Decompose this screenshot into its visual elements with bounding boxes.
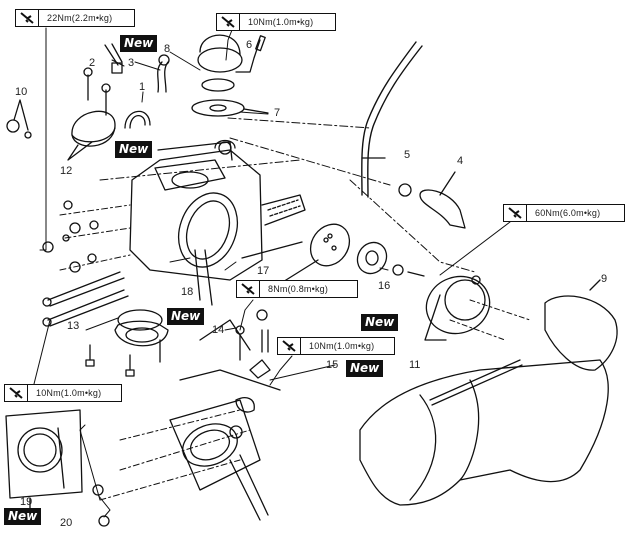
callout-7: 7 bbox=[274, 107, 281, 119]
callout-2: 2 bbox=[89, 57, 96, 69]
torque-value: 60Nm(6.0m•kg) bbox=[535, 208, 601, 218]
callout-13: 13 bbox=[67, 320, 80, 332]
callout-5: 5 bbox=[404, 149, 411, 161]
torque-value: 22Nm(2.2m•kg) bbox=[47, 13, 113, 23]
new-part-badge: New bbox=[115, 141, 153, 158]
leader-lines bbox=[29, 27, 531, 501]
callout-1: 1 bbox=[139, 81, 146, 93]
torque-value: 10Nm(1.0m•kg) bbox=[36, 388, 102, 398]
thermostat-cover bbox=[191, 34, 269, 117]
torque-wrench-icon bbox=[237, 281, 260, 297]
cylinder bbox=[92, 319, 281, 527]
new-part-badge: New bbox=[361, 314, 399, 331]
cylinder-head-cover-cap bbox=[67, 110, 116, 161]
plug-10 bbox=[6, 99, 32, 139]
new-part-badge: New bbox=[167, 308, 205, 325]
new-part-badge: New bbox=[120, 35, 158, 52]
callout-20: 20 bbox=[60, 517, 73, 529]
callout-9: 9 bbox=[601, 273, 608, 285]
callout-18: 18 bbox=[181, 286, 194, 298]
head-bolts bbox=[42, 200, 129, 327]
shroud-9 bbox=[544, 279, 618, 371]
torque-spec-10nm-joint: 10Nm(1.0m•kg) bbox=[4, 384, 122, 402]
callout-8: 8 bbox=[164, 43, 171, 55]
callout-15: 15 bbox=[326, 359, 339, 371]
torque-value: 10Nm(1.0m•kg) bbox=[309, 341, 375, 351]
torque-spec-10nm-thermostat: 10Nm(1.0m•kg) bbox=[216, 13, 336, 31]
tensioner-14-15 bbox=[229, 309, 271, 439]
guide-4 bbox=[398, 171, 466, 229]
torque-wrench-icon bbox=[504, 205, 527, 221]
small-fittings bbox=[83, 43, 170, 129]
torque-spec-8nm: 8Nm(0.8m•kg) bbox=[236, 280, 358, 298]
torque-wrench-icon bbox=[278, 338, 301, 354]
callout-12: 12 bbox=[60, 165, 73, 177]
callout-10: 10 bbox=[15, 86, 28, 98]
callout-16a: 16 bbox=[378, 280, 391, 292]
torque-value: 10Nm(1.0m•kg) bbox=[248, 17, 314, 27]
callout-14: 14 bbox=[212, 324, 225, 336]
callout-19: 19 bbox=[20, 496, 33, 508]
camshaft-sprocket bbox=[241, 223, 425, 291]
callout-4: 4 bbox=[457, 155, 464, 167]
cylinder-gasket-19 bbox=[5, 409, 83, 511]
callout-11: 11 bbox=[409, 359, 421, 371]
torque-value: 8Nm(0.8m•kg) bbox=[268, 284, 329, 294]
callout-17: 17 bbox=[257, 265, 270, 277]
torque-wrench-icon bbox=[217, 14, 240, 30]
torque-spec-10nm-tensioner: 10Nm(1.0m•kg) bbox=[277, 337, 395, 355]
torque-wrench-icon bbox=[16, 10, 39, 26]
intake-joint-13 bbox=[85, 309, 169, 377]
callout-6: 6 bbox=[246, 39, 253, 51]
cylinder-head bbox=[129, 139, 306, 306]
thermostat-cover-11 bbox=[424, 275, 491, 341]
callout-3: 3 bbox=[128, 57, 135, 69]
coolant-hose bbox=[361, 41, 423, 198]
new-part-badge: New bbox=[346, 360, 384, 377]
air-shroud bbox=[359, 359, 609, 506]
new-part-badge: New bbox=[4, 508, 42, 525]
torque-spec-22nm: 22Nm(2.2m•kg) bbox=[15, 9, 135, 27]
torque-spec-60nm: 60Nm(6.0m•kg) bbox=[503, 204, 625, 222]
torque-wrench-icon bbox=[5, 385, 28, 401]
